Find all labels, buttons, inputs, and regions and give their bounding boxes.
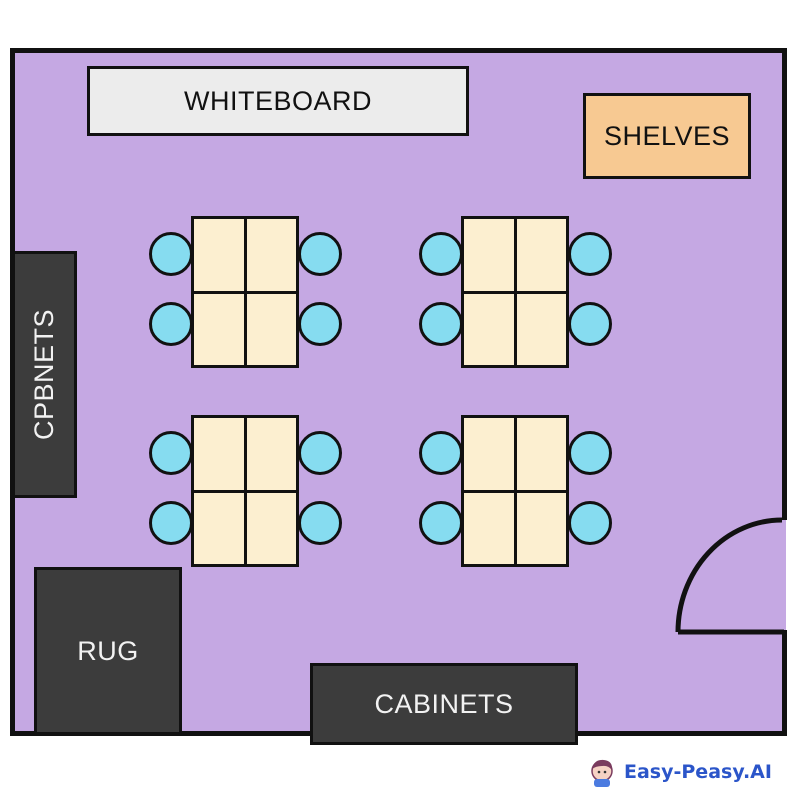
wall-right-lower <box>782 630 787 736</box>
shelves-label: SHELVES <box>603 120 731 151</box>
desk-cluster <box>461 216 569 368</box>
desk-group-top-right <box>416 216 638 368</box>
whiteboard: WHITEBOARD <box>87 66 469 136</box>
chair <box>149 501 193 545</box>
door-swing <box>675 517 784 635</box>
chair <box>298 431 342 475</box>
wall-right-upper <box>782 48 787 520</box>
side-cabinets-label: CPBNETS <box>29 308 59 441</box>
desk-cluster <box>191 415 299 567</box>
desk-group-bottom-right <box>416 415 638 567</box>
chair <box>568 302 612 346</box>
chair <box>419 431 463 475</box>
chair <box>149 232 193 276</box>
chair <box>298 302 342 346</box>
chair <box>149 302 193 346</box>
desk-group-top-left <box>146 216 368 368</box>
chair <box>419 501 463 545</box>
chair <box>568 431 612 475</box>
rug: RUG <box>34 567 182 735</box>
brand-watermark: Easy-Peasy.AI <box>588 752 772 792</box>
cabinets: CABINETS <box>310 663 578 745</box>
chair <box>149 431 193 475</box>
shelves: SHELVES <box>583 93 751 179</box>
cabinets-label: CABINETS <box>374 688 514 719</box>
desk-cluster <box>191 216 299 368</box>
brand-name: Easy-Peasy.AI <box>624 761 772 783</box>
chair <box>298 232 342 276</box>
chair <box>298 501 342 545</box>
desk-cluster <box>461 415 569 567</box>
rug-label: RUG <box>77 635 139 666</box>
chair <box>419 232 463 276</box>
side-cabinets: CPBNETS <box>12 251 77 498</box>
chair <box>568 232 612 276</box>
chair <box>568 501 612 545</box>
avatar-icon <box>591 759 613 787</box>
whiteboard-label: WHITEBOARD <box>183 85 372 116</box>
chair <box>419 302 463 346</box>
desk-group-bottom-left <box>146 415 368 567</box>
